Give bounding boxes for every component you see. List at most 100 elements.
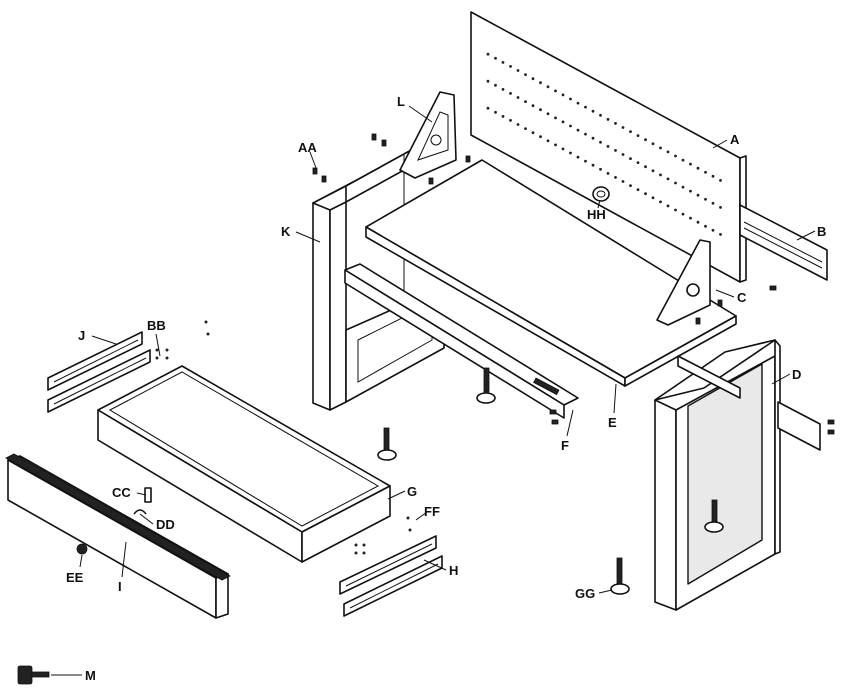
pegboard-hole [659, 200, 662, 204]
pegboard-hole [621, 153, 625, 156]
pegboard-hole [584, 132, 587, 136]
pegboard-hole [644, 165, 647, 169]
pegboard-hole [704, 224, 707, 228]
pegboard-hole [644, 138, 647, 142]
leader-lines [51, 105, 816, 676]
pegboard-hole [546, 85, 550, 89]
pegboard-hole [689, 216, 692, 220]
pegboard-hole [711, 228, 715, 232]
pegboard-hole [531, 77, 535, 81]
pegboard-hole [561, 93, 565, 97]
pegboard-hole [659, 146, 662, 150]
pegboard-hole [524, 73, 527, 76]
pegboard-hole [509, 65, 512, 68]
pegboard-hole [719, 179, 722, 182]
leveling-foot-1 [476, 367, 496, 404]
pegboard-hole [509, 92, 512, 95]
pegboard-hole [486, 52, 490, 56]
pegboard-hole [719, 206, 722, 209]
pegboard-hole [704, 170, 707, 174]
part-dd-clip [133, 509, 147, 515]
pegboard-hole [689, 162, 692, 166]
pegboard-hole [501, 115, 505, 118]
pegboard-hole [539, 108, 542, 112]
pegboard-hole [599, 167, 602, 171]
leveling-foot-3 [704, 499, 724, 533]
pegboard-hole [606, 145, 610, 148]
pegboard-hole [554, 116, 557, 120]
pegboard-hole [569, 124, 572, 128]
label-j: J [78, 328, 85, 343]
pegboard-hole [659, 173, 662, 177]
pegboard-hole [501, 61, 505, 64]
pegboard-hole [591, 109, 595, 113]
pegboard-hole [704, 197, 707, 201]
pegboard-hole [636, 188, 640, 192]
pegboard-hole [614, 176, 617, 179]
pegboard-hole [666, 150, 670, 154]
pegboard-holes [486, 52, 722, 236]
label-k: K [281, 224, 291, 239]
leveling-foot-2 [377, 427, 397, 461]
pegboard-hole [696, 193, 700, 197]
label-d: D [792, 367, 801, 382]
part-j-drawer-slides [47, 331, 151, 413]
pegboard-hole [674, 154, 677, 158]
pegboard-hole [674, 181, 677, 185]
label-i: I [118, 579, 122, 594]
pegboard-hole [651, 169, 655, 173]
pegboard-hole [584, 105, 587, 109]
label-ff: FF [424, 504, 440, 519]
pegboard-hole [681, 158, 685, 162]
pegboard-hole [554, 143, 557, 147]
label-cc: CC [112, 485, 131, 500]
pegboard-hole [636, 134, 640, 138]
label-c: C [737, 290, 747, 305]
pegboard-hole [546, 139, 550, 143]
pegboard-hole [629, 184, 632, 188]
label-aa: AA [298, 140, 317, 155]
pegboard-hole [576, 155, 580, 159]
pegboard-hole [591, 136, 595, 140]
pegboard-hole [711, 174, 715, 178]
pegboard-hole [621, 126, 625, 129]
label-gg: GG [575, 586, 595, 601]
pegboard-hole [486, 79, 490, 83]
pegboard-hole [569, 97, 572, 101]
label-b: B [817, 224, 826, 239]
pegboard-hole [636, 161, 640, 165]
pegboard-hole [494, 110, 497, 114]
pegboard-hole [674, 208, 677, 212]
pegboard-hole [629, 157, 632, 161]
pegboard-hole [681, 212, 685, 216]
pegboard-hole [524, 100, 527, 103]
pegboard-hole [576, 101, 580, 105]
pegboard-hole [561, 147, 565, 151]
pegboard-hole [696, 220, 700, 224]
part-c-right-bracket [656, 239, 711, 326]
part-i-drawer-front [5, 453, 231, 619]
pegboard-hole [531, 104, 535, 108]
pegboard-hole [494, 83, 497, 87]
pegboard-hole [711, 201, 715, 205]
pegboard-hole [494, 56, 497, 60]
label-g: G [407, 484, 417, 499]
pegboard-hole [539, 81, 542, 85]
pegboard-hole [569, 151, 572, 155]
hardware-screws [155, 133, 835, 555]
pegboard-hole [524, 127, 527, 130]
pegboard-hole [666, 204, 670, 208]
pegboard-hole [719, 233, 722, 236]
pegboard-hole [599, 140, 602, 144]
pegboard-hole [546, 112, 550, 116]
pegboard-hole [501, 88, 505, 91]
label-m: M [85, 668, 96, 683]
label-f: F [561, 438, 569, 453]
pegboard-hole [629, 130, 632, 134]
pegboard-hole [651, 196, 655, 200]
pegboard-hole [599, 113, 602, 117]
pegboard-hole [591, 163, 595, 167]
pegboard-hole [651, 142, 655, 146]
part-ee-knob [76, 543, 88, 555]
